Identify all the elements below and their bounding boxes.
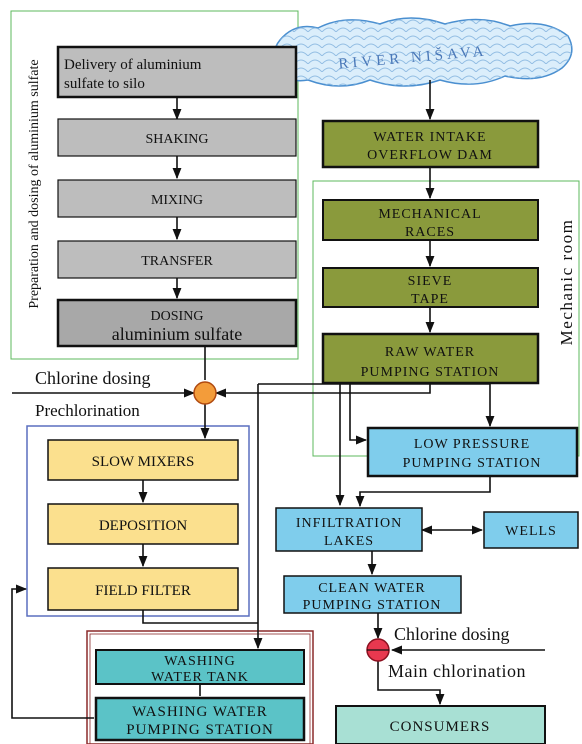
svg-text:LAKES: LAKES [324,534,374,549]
treatment-step-field-filter: FIELD FILTER [47,567,239,611]
chlorine-dosing-label-1: Chlorine dosing [35,368,151,388]
prep-step-delivery: Delivery of aluminium sulfate to silo [56,45,298,99]
intake-step-raw-water-pump: RAW WATER PUMPING STATION [321,332,540,385]
intake-step-sieve-tape: SIEVE TAPE [322,267,539,308]
svg-text:Delivery of aluminium: Delivery of aluminium [64,57,202,73]
mechanic-group-label: Mechanic room [557,219,576,346]
infiltration-lakes: INFILTRATION LAKES [275,507,423,552]
svg-text:INFILTRATION: INFILTRATION [296,516,402,531]
washing-group-frame [86,630,314,744]
intake-step-mechanical-races: MECHANICAL RACES [322,199,539,241]
svg-text:LOW PRESSURE: LOW PRESSURE [414,437,530,452]
svg-text:DOSING: DOSING [151,309,204,324]
preparation-group-frame [10,10,299,360]
svg-text:MECHANICAL: MECHANICAL [378,207,481,222]
treatment-group-frame [26,425,250,617]
main-chlorination-label: Main chlorination [388,661,526,681]
svg-text:WASHING: WASHING [164,654,236,669]
svg-text:TRANSFER: TRANSFER [141,254,213,269]
clean-water-pumping-station: CLEAN WATER PUMPING STATION [283,575,462,614]
prep-step-transfer: TRANSFER [57,240,297,279]
svg-text:SHAKING: SHAKING [146,132,209,147]
preparation-group-label: Preparation and dosing of aluminium sulf… [27,59,42,308]
prep-step-shaking: SHAKING [57,118,297,157]
svg-text:aluminium sulfate: aluminium sulfate [112,324,242,344]
svg-text:PUMPING STATION: PUMPING STATION [361,365,500,380]
svg-text:RAW WATER: RAW WATER [385,345,475,360]
svg-text:sulfate to silo: sulfate to silo [64,76,145,92]
svg-text:FIELD FILTER: FIELD FILTER [95,583,191,599]
wells: WELLS [483,511,579,549]
treatment-step-deposition: DEPOSITION [47,503,239,545]
prep-step-mixing: MIXING [57,179,297,218]
low-pressure-pumping-station: LOW PRESSURE PUMPING STATION [366,426,579,478]
washing-water-pumping-station: WASHING WATER PUMPING STATION [94,696,306,742]
svg-text:CLEAN WATER: CLEAN WATER [318,581,426,596]
prep-step-dosing: DOSING aluminium sulfate [56,298,298,348]
svg-text:DEPOSITION: DEPOSITION [99,518,187,534]
svg-text:SIEVE: SIEVE [408,274,453,289]
svg-text:WELLS: WELLS [505,524,557,539]
prechlorination-valve-icon [193,381,217,405]
treatment-step-slow-mixers: SLOW MIXERS [47,439,239,481]
svg-text:WASHING WATER: WASHING WATER [132,704,268,720]
svg-text:CONSUMERS: CONSUMERS [390,719,491,735]
svg-text:PUMPING STATION: PUMPING STATION [303,598,442,613]
svg-text:TAPE: TAPE [411,292,449,307]
svg-text:WATER INTAKE: WATER INTAKE [373,130,486,145]
svg-text:MIXING: MIXING [151,193,203,208]
svg-text:SLOW MIXERS: SLOW MIXERS [92,454,195,470]
svg-text:PUMPING STATION: PUMPING STATION [126,722,274,738]
svg-text:WATER TANK: WATER TANK [151,670,249,685]
flow-lines [11,80,545,719]
intake-step-water-intake: WATER INTAKE OVERFLOW DAM [321,119,540,169]
washing-group-inner-frame [89,633,311,744]
chlorine-dosing-label-2: Chlorine dosing [394,624,510,644]
svg-text:OVERFLOW DAM: OVERFLOW DAM [367,148,493,163]
prechlorination-label: Prechlorination [35,401,140,420]
svg-text:PUMPING STATION: PUMPING STATION [403,456,542,471]
washing-water-tank: WASHING WATER TANK [95,649,305,685]
river-texture [274,18,572,86]
svg-text:RACES: RACES [405,225,455,240]
consumers: CONSUMERS [335,705,546,744]
